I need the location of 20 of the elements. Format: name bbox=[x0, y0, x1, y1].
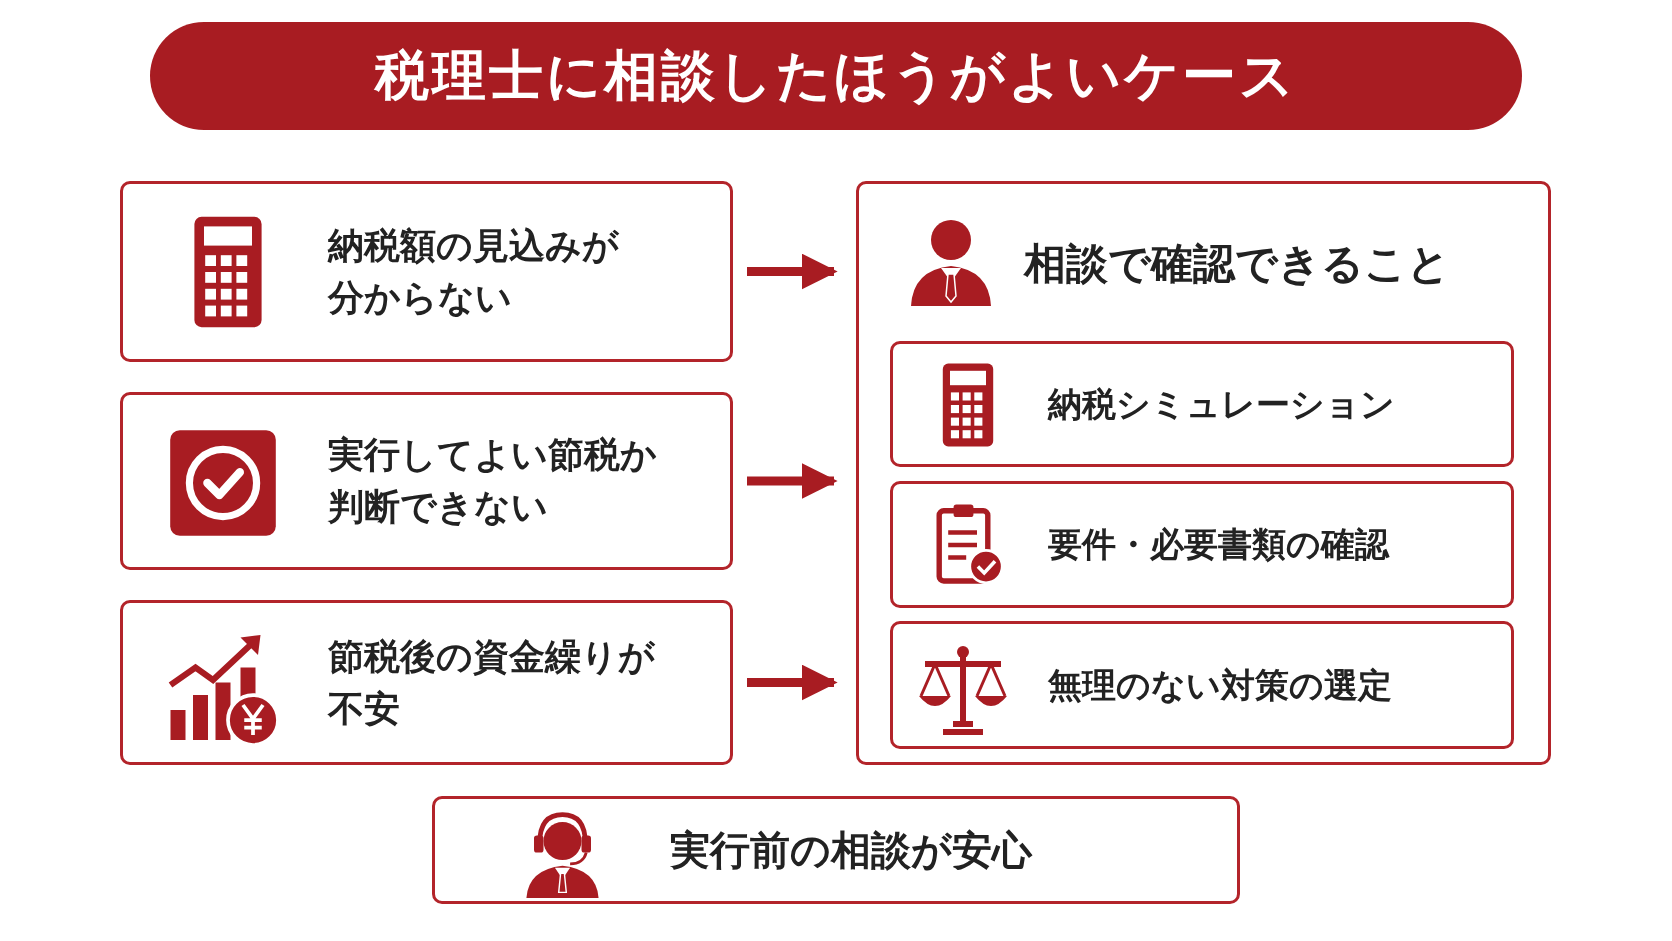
box-text: 実行前の相談が安心 bbox=[670, 826, 1034, 875]
box-text: 無理のない対策の選定 bbox=[1048, 663, 1393, 707]
case-box bbox=[120, 600, 733, 765]
case-box bbox=[120, 392, 733, 570]
case-box bbox=[432, 796, 1240, 904]
arrow bbox=[747, 664, 838, 701]
item-box bbox=[890, 621, 1514, 749]
item-box bbox=[890, 341, 1514, 467]
box-text: 節税後の資金繰りが不安 bbox=[328, 634, 656, 731]
box-text: 納税額の見込みが分からない bbox=[328, 223, 620, 320]
box-text: 納税シミュレーション bbox=[1048, 382, 1396, 426]
panel-box bbox=[856, 181, 1551, 765]
panel-heading: 相談で確認できること bbox=[1024, 238, 1451, 290]
case-box bbox=[120, 181, 733, 362]
box-text: 要件・必要書類の確認 bbox=[1048, 523, 1391, 566]
arrow bbox=[747, 253, 838, 290]
title-banner: 税理士に相談したほうがよいケース bbox=[150, 22, 1522, 130]
box-text: 実行してよい節税か判断できない bbox=[328, 433, 658, 530]
arrow bbox=[747, 463, 838, 499]
item-box bbox=[890, 481, 1514, 608]
